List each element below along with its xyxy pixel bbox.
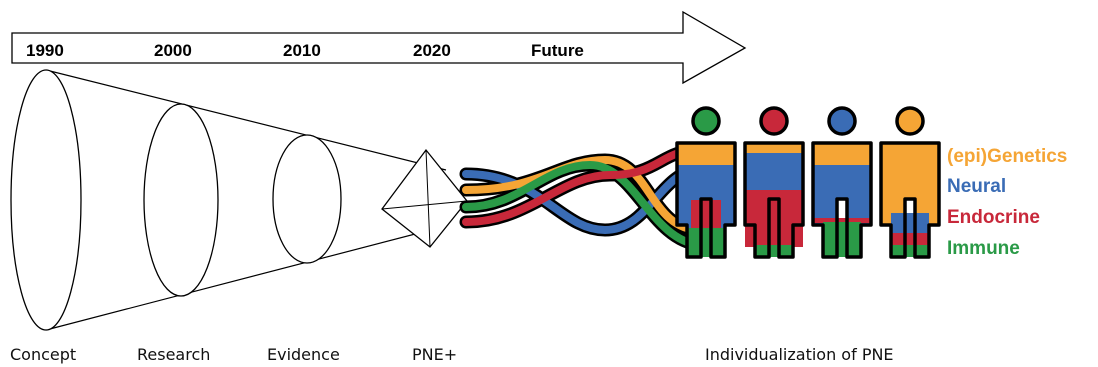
legend-immune: Immune	[947, 238, 1020, 259]
person-figure-4	[879, 106, 941, 259]
year-future: Future	[531, 41, 584, 60]
prism-pne-plus	[381, 148, 468, 248]
timeline-arrow	[11, 10, 747, 85]
strand-genetics	[462, 155, 704, 234]
strand-immune	[462, 160, 704, 249]
person-figure-3	[811, 106, 873, 259]
year-2010: 2010	[283, 41, 321, 60]
year-2020: 2020	[413, 41, 451, 60]
year-2000: 2000	[154, 41, 192, 60]
stage-label-evidence: Evidence	[267, 345, 340, 364]
legend-genetics: (epi)Genetics	[947, 146, 1067, 167]
funnel-ring-concept	[10, 69, 82, 331]
legend-endocrine: Endocrine	[947, 207, 1040, 228]
year-1990: 1990	[26, 41, 64, 60]
stage-label-concept: Concept	[10, 345, 76, 364]
braided-strands	[459, 143, 707, 252]
funnel-ring-research	[143, 103, 219, 297]
legend-neural: Neural	[947, 176, 1006, 197]
strand-endocrine	[462, 146, 704, 226]
stage-label-pne-plus: PNE+	[412, 345, 457, 364]
funnel-outline	[45, 69, 447, 331]
person-figure-2	[743, 106, 805, 259]
funnel-ring-evidence	[272, 134, 342, 264]
stage-label-research: Research	[137, 345, 210, 364]
stage-label-individualization: Individualization of PNE	[705, 345, 894, 364]
person-figure-1	[675, 106, 737, 259]
